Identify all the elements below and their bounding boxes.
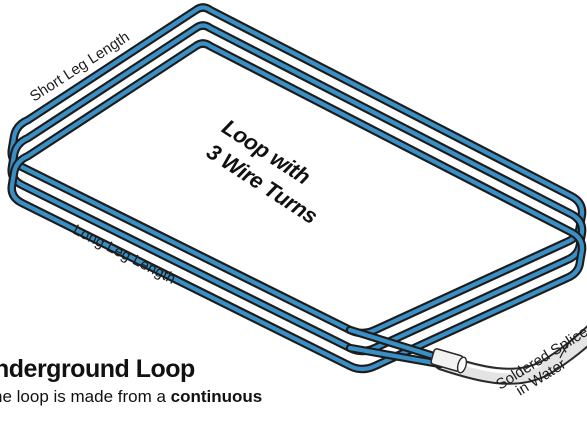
- lead-in-wires: [345, 325, 445, 369]
- description-prefix: he loop is made from a: [0, 387, 171, 406]
- caption-title: nderground Loop: [0, 355, 195, 383]
- wire-turn-1: [7, 39, 587, 374]
- splice-leader-line: [559, 331, 583, 359]
- caption-block: nderground Loop he loop is made from a c…: [0, 355, 360, 407]
- splice-sleeve: [430, 348, 468, 374]
- caption-description: he loop is made from a continuous: [0, 387, 360, 407]
- description-emphasis: continuous: [170, 387, 263, 406]
